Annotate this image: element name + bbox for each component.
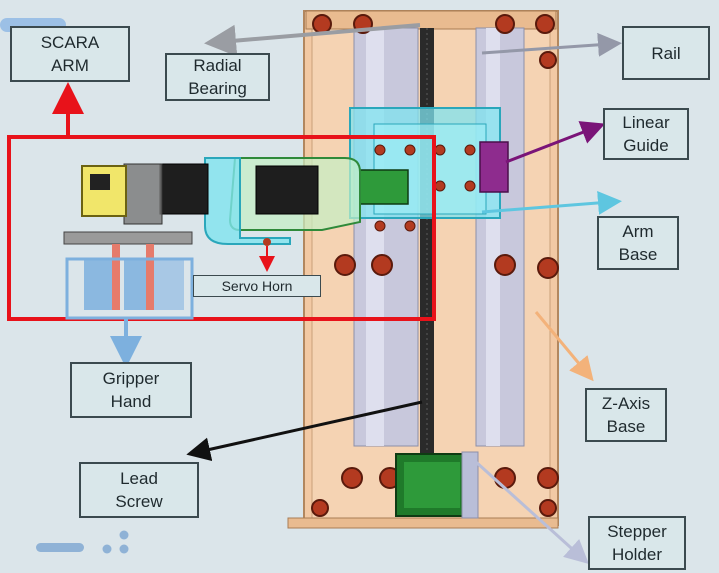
- stepper-holder-arrow: [474, 460, 589, 565]
- decor-dot: [119, 544, 129, 554]
- linear-guide-arrow: [505, 121, 606, 164]
- rail-arrow: [481, 32, 622, 57]
- wrist-block: [81, 165, 127, 217]
- label-rail: Rail: [622, 26, 710, 80]
- label-scara-arm: SCARA ARM: [10, 26, 130, 82]
- linear-guide-block: [479, 141, 509, 193]
- label-radial-bearing: Radial Bearing: [165, 53, 270, 101]
- label-gripper-hand: Gripper Hand: [70, 362, 192, 418]
- servo-motor: [255, 165, 319, 215]
- label-stepper-holder: Stepper Holder: [588, 516, 686, 570]
- gripper-finger: [84, 260, 114, 310]
- lead-screw-arrow: [186, 400, 423, 462]
- label-servo-horn: Servo Horn: [193, 275, 321, 297]
- scara-arm-assembly: [63, 157, 361, 310]
- decor-bar-bottom: [36, 543, 84, 552]
- radial-bearing-arrow: [204, 23, 421, 57]
- z-axis-tower: [287, 10, 559, 529]
- label-z-axis-base: Z-Axis Base: [585, 388, 667, 442]
- z-axis-base-arrow: [534, 311, 594, 382]
- rail-left: [353, 27, 419, 447]
- arm-base-arrow: [481, 190, 622, 215]
- label-arm-base: Arm Base: [597, 216, 679, 270]
- gripper-highlight-box: [65, 257, 194, 320]
- label-linear-guide: Linear Guide: [603, 108, 689, 160]
- arm-base-assembly: [349, 107, 509, 232]
- decor-dot: [102, 544, 112, 554]
- decor-dot: [119, 530, 129, 540]
- label-lead-screw: Lead Screw: [79, 462, 199, 518]
- scara-highlight-box: [7, 135, 436, 321]
